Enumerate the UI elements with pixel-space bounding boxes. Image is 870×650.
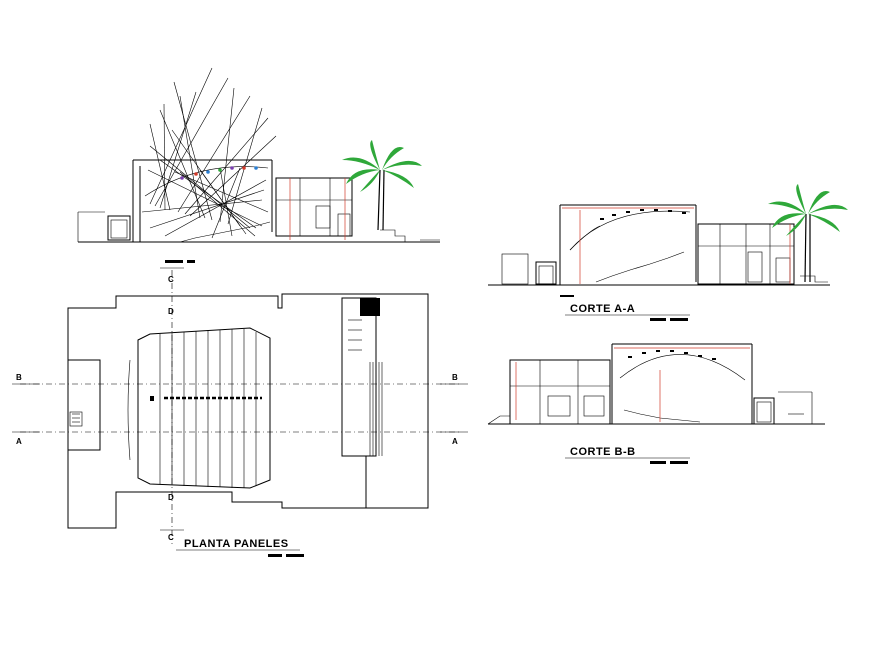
section-aa <box>488 204 830 321</box>
stage-stripes <box>369 362 383 456</box>
ceiling-panels-bb <box>628 350 716 360</box>
title-planta-paneles: PLANTA PANELES <box>184 538 289 550</box>
ray-reflection-points <box>180 166 258 180</box>
marker-a-left: A <box>16 437 22 446</box>
ceiling-panels-aa <box>600 209 686 220</box>
palm-tree-icon <box>342 140 422 231</box>
title-corte-bb: CORTE B-B <box>570 446 636 458</box>
marker-d-top: D <box>168 307 174 316</box>
marker-a-right: A <box>452 437 458 446</box>
marker-c-bottom: C <box>168 533 174 542</box>
marker-c-top: C <box>168 275 174 284</box>
elevation-acoustic-rays <box>77 67 440 263</box>
section-markers: B A B A C D D C <box>16 275 458 542</box>
marker-b-right: B <box>452 373 458 382</box>
palm-tree-icon <box>768 184 848 283</box>
section-bb <box>487 343 825 464</box>
title-corte-aa: CORTE A-A <box>570 303 635 315</box>
marker-b-left: B <box>16 373 22 382</box>
seating-rows <box>159 329 257 488</box>
marker-d-bottom: D <box>168 493 174 502</box>
floor-plan <box>12 267 468 557</box>
sound-rays <box>141 67 277 239</box>
